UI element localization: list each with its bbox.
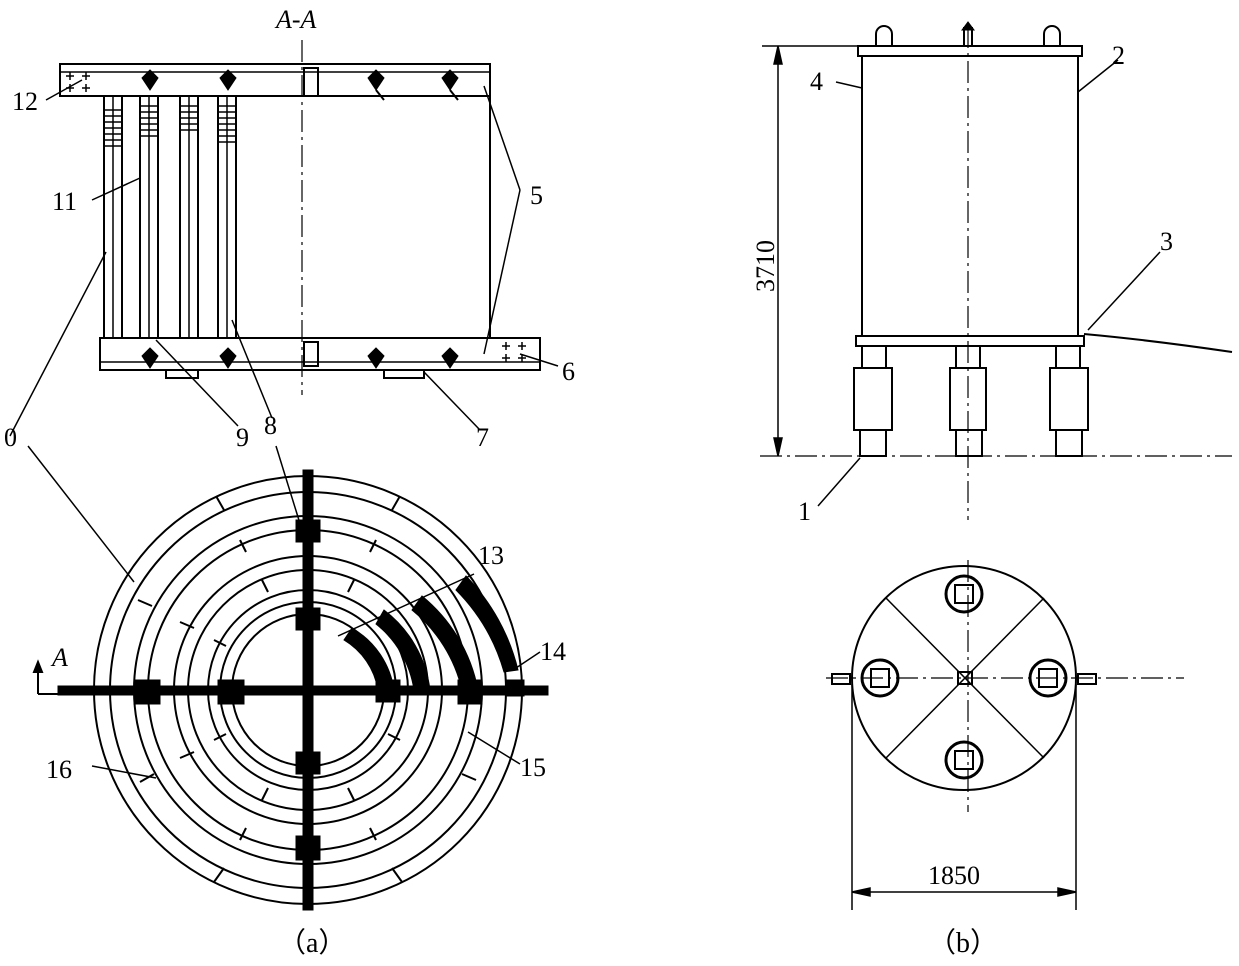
callout-2: 2	[1112, 41, 1125, 70]
arm-blocks	[133, 519, 525, 861]
callouts-b: 1 2 3 4	[798, 41, 1173, 526]
width-dimension	[851, 684, 1077, 910]
reactor-body	[861, 55, 1079, 337]
callout-4: 4	[810, 67, 823, 96]
support-insulators	[853, 345, 1089, 457]
top-clamps	[141, 67, 459, 101]
lead-cable	[1083, 333, 1233, 353]
elevation-view-b: 3710	[751, 21, 1233, 520]
caption-a: （a）	[278, 927, 346, 959]
callout-5: 5	[530, 181, 543, 210]
bottom-clamps	[141, 341, 459, 379]
callouts-a: 12 11 5 6 7 9 8 0 13 14 15 16	[4, 87, 575, 784]
elevation-leaders	[817, 59, 1161, 507]
coil-arc-segments	[343, 575, 519, 691]
coil-stacks	[103, 95, 237, 339]
horizontal-arm	[57, 685, 549, 696]
callout-6: 6	[562, 357, 575, 386]
top-frame	[59, 63, 491, 97]
callout-16: 16	[46, 755, 72, 784]
dim-height: 3710	[751, 240, 780, 292]
callout-12: 12	[12, 87, 38, 116]
height-dimension	[762, 45, 858, 457]
terminal-left	[831, 673, 851, 685]
dim-width: 1850	[928, 861, 980, 890]
section-leaders	[9, 79, 559, 437]
callout-1: 1	[798, 497, 811, 526]
plan-view-a: A	[27, 445, 549, 911]
callout-8-section: 8	[264, 411, 277, 440]
section-view-a-a: A-A	[9, 5, 559, 437]
callout-14: 14	[540, 637, 566, 666]
terminal-right	[1077, 673, 1097, 685]
plan-view-b: 1850	[826, 560, 1184, 910]
callout-9: 9	[236, 423, 249, 452]
top-cap	[857, 45, 1083, 57]
callout-13: 13	[478, 541, 504, 570]
bolt-marks	[66, 72, 526, 362]
insulator-footprints	[860, 574, 1068, 780]
callout-11: 11	[52, 187, 77, 216]
callout-15: 15	[520, 753, 546, 782]
bottom-frame	[99, 337, 541, 371]
plan-leaders	[27, 445, 541, 779]
caption-b: （b）	[928, 927, 998, 959]
view-arrow-a	[32, 659, 58, 695]
callout-7: 7	[476, 423, 489, 452]
view-arrow-label: A	[50, 643, 68, 672]
section-title: A-A	[274, 5, 317, 34]
callout-3: 3	[1160, 227, 1173, 256]
callout-0: 0	[4, 423, 17, 452]
